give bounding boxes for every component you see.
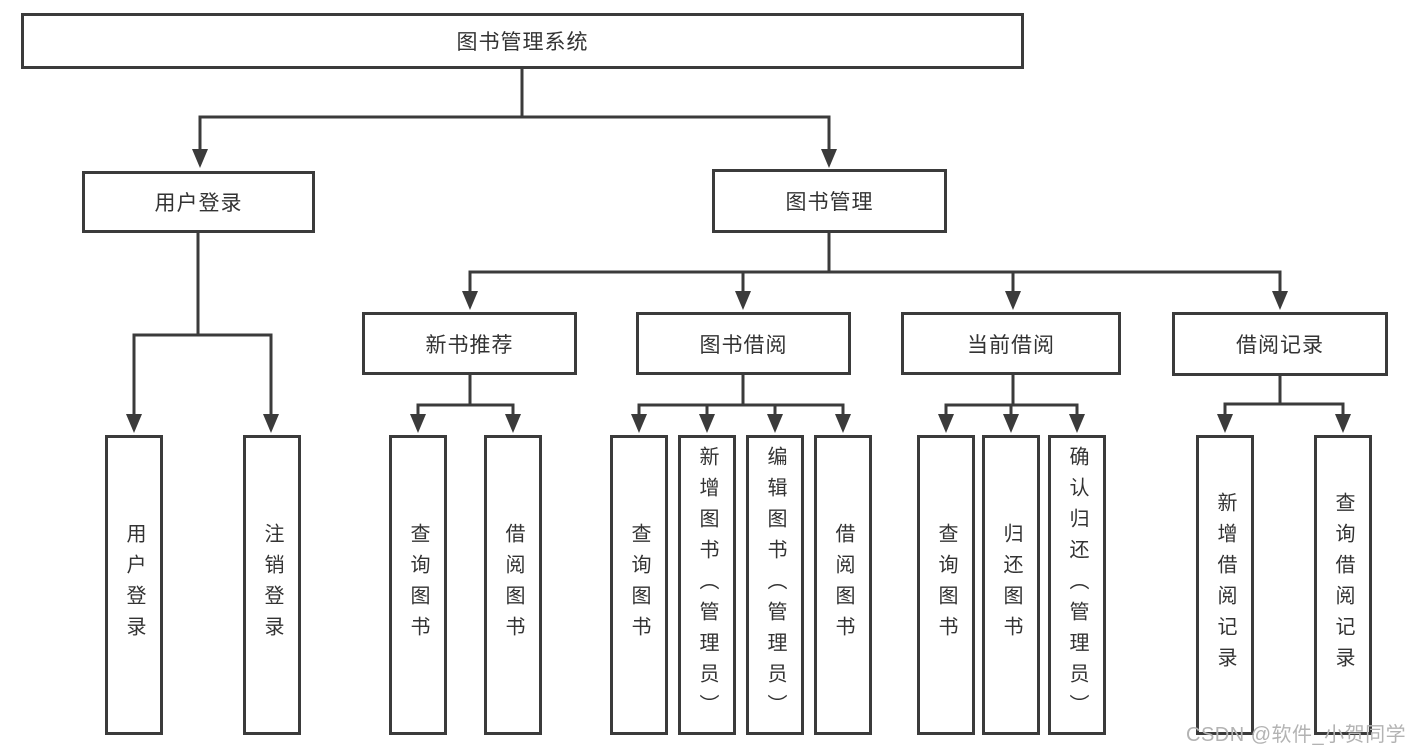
leaf-borrow-books-recommend: 借阅图书 (484, 435, 542, 735)
node-book-management: 图书管理 (712, 169, 947, 233)
leaf-confirm-return-admin: 确认归还（管理员） (1048, 435, 1106, 735)
node-borrow-records: 借阅记录 (1172, 312, 1388, 376)
leaf-query-books-recommend: 查询图书 (389, 435, 447, 735)
leaf-query-borrow-record: 查询借阅记录 (1314, 435, 1372, 735)
leaf-add-books-admin: 新增图书（管理员） (678, 435, 736, 735)
node-book-borrow: 图书借阅 (636, 312, 851, 375)
node-current-borrow: 当前借阅 (901, 312, 1121, 375)
node-new-book-recommend: 新书推荐 (362, 312, 577, 375)
leaf-return-books: 归还图书 (982, 435, 1040, 735)
leaf-query-books-current: 查询图书 (917, 435, 975, 735)
leaf-add-borrow-record: 新增借阅记录 (1196, 435, 1254, 735)
leaf-logout: 注销登录 (243, 435, 301, 735)
leaf-query-books-borrow: 查询图书 (610, 435, 668, 735)
csdn-watermark: CSDN @软件_小贺同学 (1186, 724, 1405, 746)
leaf-borrow-books: 借阅图书 (814, 435, 872, 735)
node-user-login: 用户登录 (82, 171, 315, 233)
node-root: 图书管理系统 (21, 13, 1024, 69)
leaf-user-login: 用户登录 (105, 435, 163, 735)
leaf-edit-books-admin: 编辑图书（管理员） (746, 435, 804, 735)
